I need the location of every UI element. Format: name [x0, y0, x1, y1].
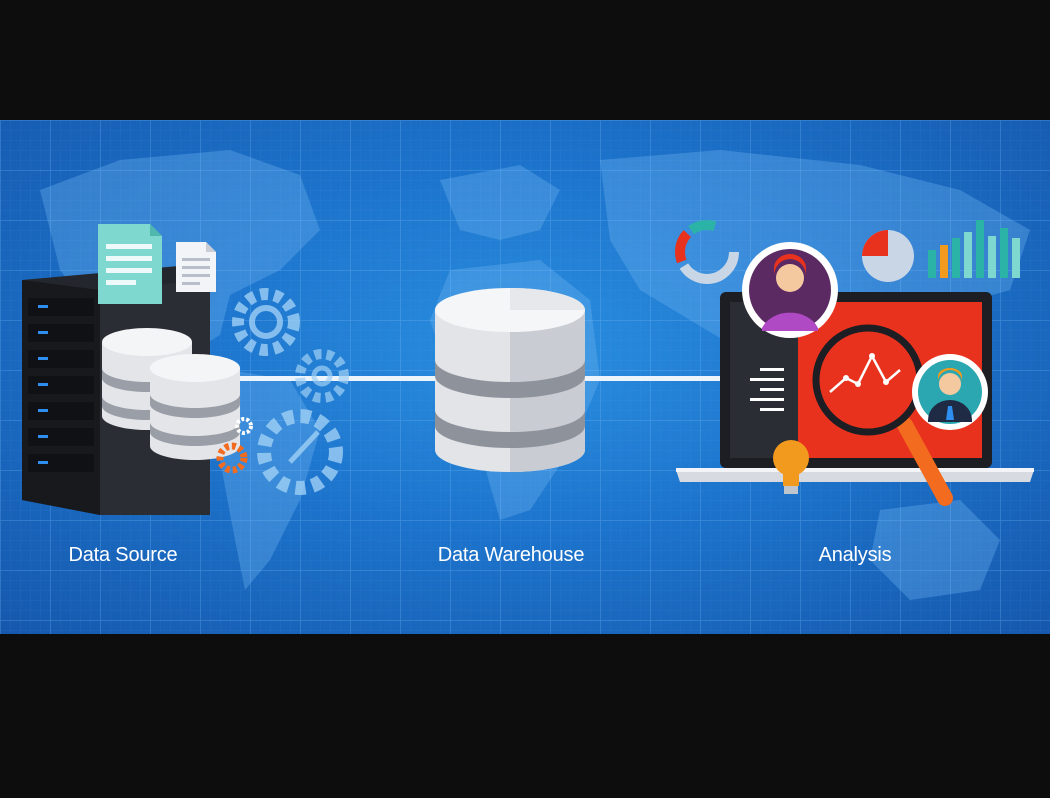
gear-icon: [295, 349, 349, 403]
pie-chart-icon: [862, 230, 914, 282]
gear-icon: [216, 417, 253, 474]
document-icon: [176, 242, 216, 292]
database-icon: [150, 354, 240, 460]
avatar-icon: [742, 242, 838, 338]
gear-icon: [257, 409, 343, 495]
stage-label-analysis: Analysis: [818, 544, 892, 566]
bar-chart-icon: [928, 220, 1020, 278]
stage-label-warehouse: Data Warehouse: [437, 544, 585, 566]
donut-chart-icon: [675, 220, 739, 284]
pipeline-banner: Data Source Data Warehouse Analysis: [0, 120, 1050, 634]
database-icon: [435, 288, 585, 472]
lightbulb-icon: [773, 440, 809, 494]
flow-connector: [230, 376, 720, 381]
gear-icon: [232, 288, 300, 356]
magnifier-icon: [812, 324, 953, 506]
pipeline-illustration: [0, 120, 1050, 634]
document-icon: [98, 224, 162, 304]
stage-label-source: Data Source: [68, 544, 178, 566]
avatar-icon: [912, 354, 988, 430]
